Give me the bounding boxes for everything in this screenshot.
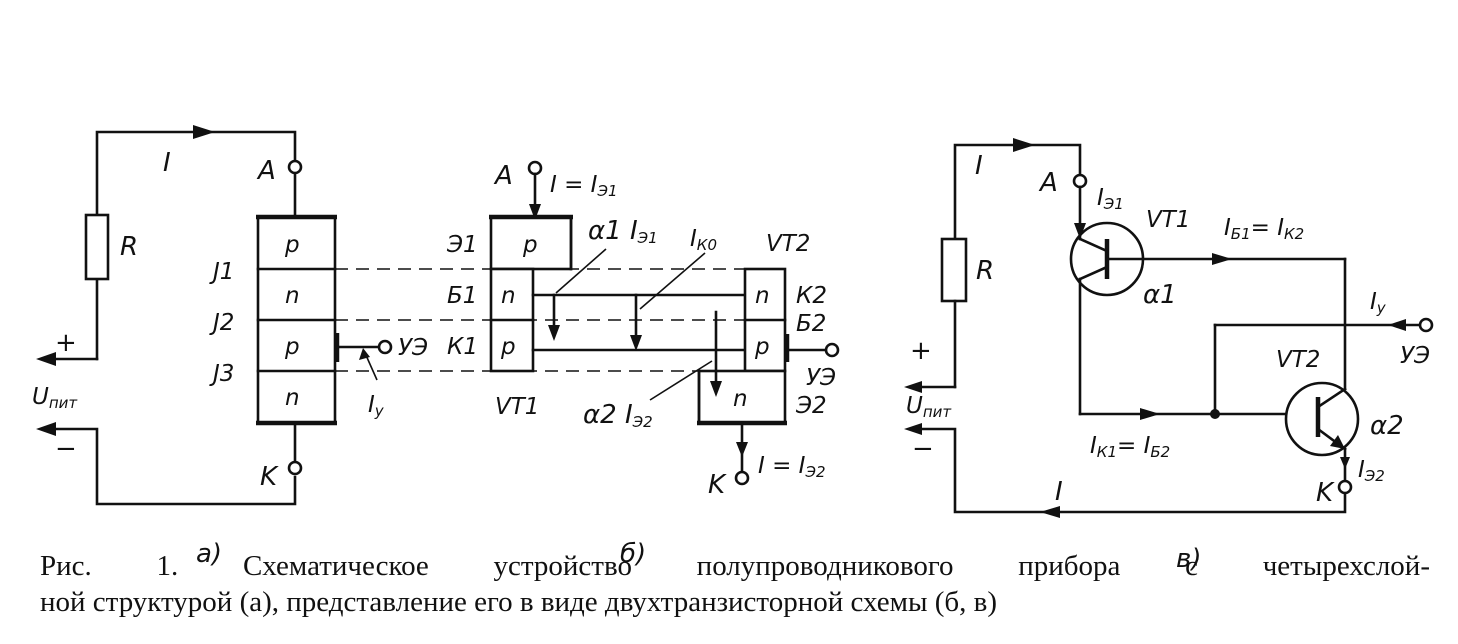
layer-label: p bbox=[754, 334, 770, 360]
vt2-transistor bbox=[1284, 381, 1360, 457]
bottom-current-label: I bbox=[1055, 477, 1063, 507]
alpha2-label: α2 bbox=[1370, 411, 1404, 441]
alpha2-current-label: α2 IЭ2 bbox=[583, 400, 653, 431]
panel-tag: а) bbox=[196, 539, 222, 569]
plus-sign: + bbox=[55, 328, 77, 358]
electrode-label: Б2 bbox=[796, 311, 826, 337]
junction-label: J3 bbox=[209, 361, 234, 387]
input-current-label: I = IЭ1 bbox=[550, 172, 618, 200]
cathode-label: K bbox=[1316, 478, 1335, 508]
electrode-label: Э2 bbox=[795, 393, 827, 419]
cathode-terminal bbox=[1337, 479, 1353, 495]
base1-collector2-current-label: IБ1= IК2 bbox=[1224, 215, 1304, 243]
emitter2-current-label: IЭ2 bbox=[1358, 457, 1385, 485]
supply-voltage-label: Uпит bbox=[32, 384, 78, 412]
panel-tag: в) bbox=[1176, 544, 1201, 574]
electrode-label: К2 bbox=[796, 283, 827, 309]
resistor bbox=[84, 213, 110, 281]
layer-label: p bbox=[522, 232, 538, 258]
anode-terminal bbox=[287, 159, 303, 175]
plus-sign: + bbox=[910, 336, 932, 366]
vt1-label: VT1 bbox=[1146, 207, 1190, 233]
layer-label: n bbox=[285, 283, 300, 309]
gate-terminal bbox=[824, 342, 840, 358]
cathode-terminal bbox=[287, 460, 303, 476]
panel-tag: б) bbox=[620, 539, 646, 569]
vt2-label: VT2 bbox=[766, 231, 810, 257]
gate-terminal bbox=[1418, 317, 1434, 333]
gate-label: УЭ bbox=[1400, 343, 1430, 369]
resistor bbox=[940, 237, 968, 303]
panel-b: A I = IЭ1 p n p Э1 Б1 К1 VT1 α1 IЭ1 IК0 … bbox=[446, 160, 840, 569]
current-arrow bbox=[193, 125, 215, 139]
gate-label: УЭ bbox=[398, 335, 428, 361]
caption-line-1: Рис. 1. Схематическое устройство полупро… bbox=[40, 550, 1430, 582]
minus-sign: − bbox=[912, 434, 934, 464]
anode-label: A bbox=[1038, 168, 1058, 198]
anode-label: A bbox=[493, 161, 513, 191]
cathode-terminal bbox=[734, 470, 750, 486]
layer-label: p bbox=[284, 334, 300, 360]
layer-label: n bbox=[501, 283, 516, 309]
layer-label: n bbox=[733, 386, 748, 412]
junction-label: J1 bbox=[209, 259, 234, 285]
alpha1-current-label: α1 IЭ1 bbox=[588, 216, 658, 247]
gate-current-label: Iу bbox=[368, 392, 385, 420]
alpha1-label: α1 bbox=[1143, 280, 1177, 310]
layer-label: n bbox=[755, 283, 770, 309]
gate-current-label: Iу bbox=[1370, 289, 1387, 317]
gate-label: УЭ bbox=[806, 365, 836, 391]
resistor-label: R bbox=[120, 232, 138, 262]
resistor-label: R bbox=[976, 256, 994, 286]
cathode-label: K bbox=[260, 462, 279, 492]
current-label: I bbox=[975, 151, 983, 181]
vt2-label: VT2 bbox=[1276, 347, 1320, 373]
electrode-label: К1 bbox=[447, 334, 478, 360]
layer-label: p bbox=[500, 334, 516, 360]
layer-label: p bbox=[284, 232, 300, 258]
cathode-label: K bbox=[708, 470, 727, 500]
anode-terminal bbox=[527, 160, 543, 176]
emitter1-current-label: IЭ1 bbox=[1097, 185, 1124, 213]
supply-voltage-label: Uпит bbox=[906, 393, 952, 421]
panel-c: I R A IЭ1 VT1 α1 IБ1= IК2 Iу УЭ VT2 α2 +… bbox=[904, 138, 1434, 574]
electrode-label: Б1 bbox=[447, 283, 477, 309]
figure-caption: Рис. 1. Схематическое устройство полупро… bbox=[40, 548, 1430, 620]
output-current-label: I = IЭ2 bbox=[758, 453, 826, 481]
current-label: I bbox=[163, 148, 171, 178]
collector1-base2-current-label: IК1= IБ2 bbox=[1090, 433, 1170, 461]
minus-sign: − bbox=[55, 434, 77, 464]
leakage-current-label: IК0 bbox=[690, 226, 717, 254]
electrode-label: Э1 bbox=[446, 232, 478, 258]
anode-terminal bbox=[1072, 173, 1088, 189]
vt1-label: VT1 bbox=[495, 394, 539, 420]
junction-label: J2 bbox=[209, 310, 234, 336]
gate-terminal bbox=[377, 339, 393, 355]
caption-line-2: ной структурой (а), представление его в … bbox=[40, 586, 997, 618]
layer-label: n bbox=[285, 385, 300, 411]
anode-label: A bbox=[256, 156, 276, 186]
panel-a: I R A K + − Uпит p n p n J1 J2 J3 УЭ Iу … bbox=[32, 125, 745, 569]
